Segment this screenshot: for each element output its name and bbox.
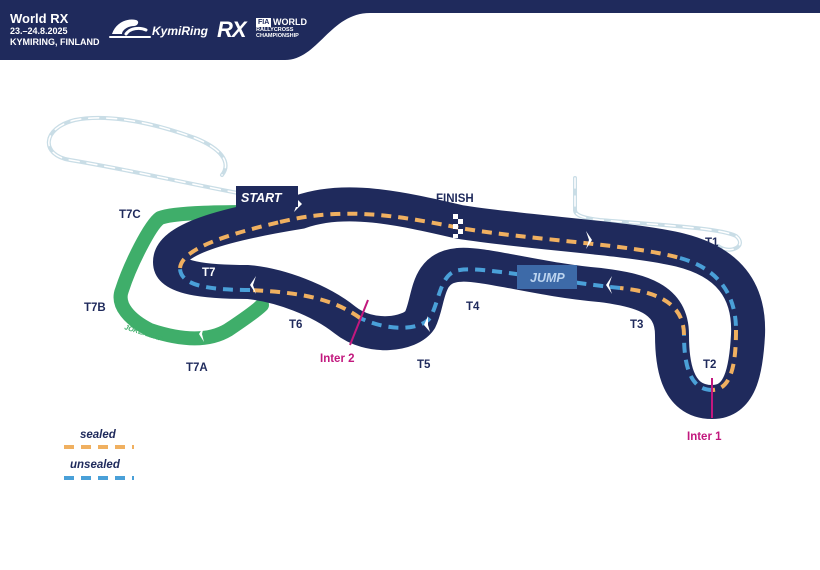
unsealed-surface-d: [178, 267, 251, 292]
corner-t1-label: T1: [705, 237, 719, 249]
jump-label: JUMP: [530, 271, 565, 285]
inter1-label: Inter 1: [687, 431, 722, 443]
corner-t6-label: T6: [289, 319, 302, 331]
sealed-surface-a: [279, 211, 681, 260]
chevron-icon: [424, 316, 430, 332]
legend-unsealed-label: unsealed: [70, 459, 121, 471]
event-title: World RX: [10, 11, 69, 26]
corner-t4-label: T4: [466, 301, 480, 313]
header-background: [0, 0, 820, 60]
championship-line1: WORLD: [273, 17, 307, 27]
joker-lap: [113, 205, 269, 346]
inter2-label: Inter 2: [320, 353, 355, 365]
corner-t3-label: T3: [630, 319, 643, 331]
legend-sealed-label: sealed: [80, 429, 117, 441]
chevron-icon: [199, 326, 204, 342]
corner-t7-label: T7: [202, 267, 215, 279]
sealed-surface-e: [178, 220, 281, 269]
chevron-icon: [606, 276, 612, 294]
unsealed-surface-a: [679, 256, 738, 331]
unused-circuit-outline: [46, 115, 742, 252]
corner-t7c-label: T7C: [119, 209, 141, 221]
kymiring-logo-text: KymiRing: [152, 24, 209, 38]
finish-label: FINISH: [436, 193, 474, 205]
sealed-surface-d: [249, 288, 362, 320]
corner-t5-label: T5: [417, 359, 431, 371]
start-label: START: [241, 191, 283, 205]
chevron-icon: [250, 276, 256, 294]
corner-t7a-label: T7A: [186, 362, 208, 374]
sealed-surface-c: [619, 286, 686, 336]
corner-t7b-label: T7B: [84, 302, 106, 314]
legend: sealed unsealed: [64, 429, 134, 480]
championship-line3: CHAMPIONSHIP: [256, 33, 299, 39]
inter2-marker: [349, 299, 369, 346]
rx-logo-text: RX: [217, 17, 247, 42]
header-bar: [0, 0, 820, 60]
finish-line-flag-icon: [453, 214, 463, 238]
kymiring-logo-icon: [109, 19, 151, 38]
unsealed-surface-b: [682, 334, 713, 392]
corner-t2-label: T2: [703, 359, 716, 371]
fia-badge: FIA: [256, 18, 272, 27]
jump-box: [517, 265, 577, 289]
championship-lines: RALLYCROSS CHAMPIONSHIP: [256, 27, 299, 39]
event-location: KYMIRING, FINLAND: [10, 37, 100, 47]
start-box: [236, 186, 298, 207]
championship-line2: RALLYCROSS: [256, 27, 294, 33]
chevron-icon: [586, 231, 592, 249]
sealed-surface-b: [711, 329, 738, 392]
event-dates: 23.–24.8.2025: [10, 26, 68, 36]
